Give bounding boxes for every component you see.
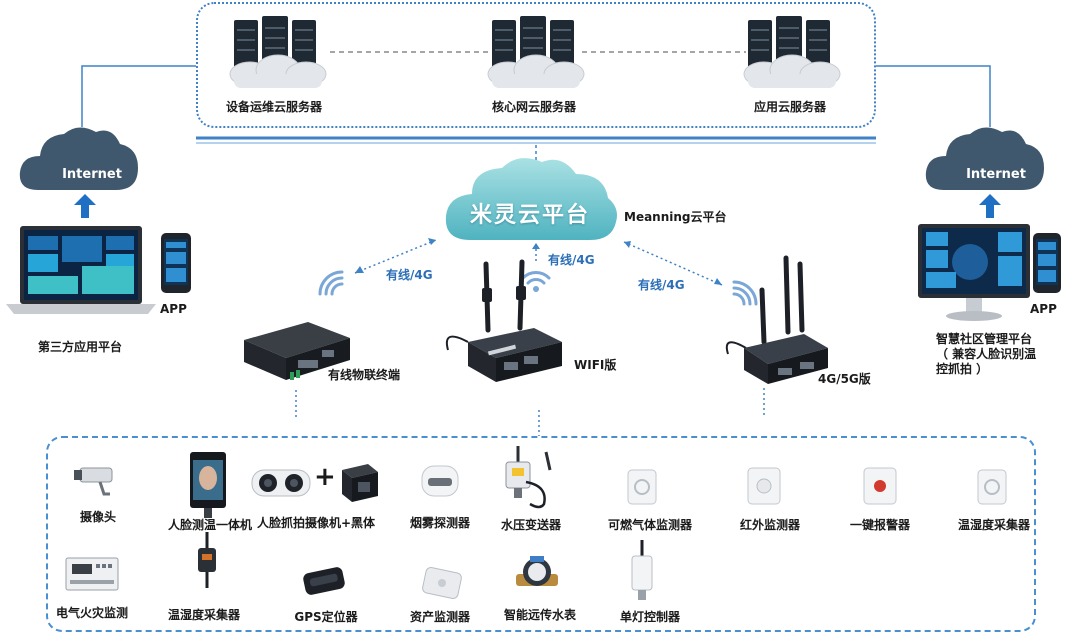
device-label-temp-humidity: 温湿度采集器 [957,518,1031,532]
face-temp-terminal-icon [190,452,226,518]
link-label-right: 有线/4G [638,278,685,292]
temp-humidity-sensor-icon [977,469,1007,505]
app-label-right: APP [1030,302,1057,316]
internet-label-left: Internet [62,167,122,182]
monitor-dashboard-icon [918,224,1030,321]
temp-humidity-probe-icon [198,532,216,588]
water-meter-icon [516,556,558,586]
device-label-gps: GPS定位器 [294,610,358,624]
iot-device-group [46,436,1036,632]
device-label-alarm: 一键报警器 [849,518,911,532]
smoke-detector-icon [421,465,459,497]
link-label-left: 有线/4G [386,268,433,282]
gateway-label-cellular: 4G/5G版 [818,372,871,386]
upload-arrow-right-icon [979,194,1001,218]
ops-server-icon [229,16,327,88]
internet-cloud-left-icon [19,127,138,190]
app-label-left: APP [160,302,187,316]
platform-name: 米灵云平台 [469,203,591,228]
laptop-dashboard-icon [6,226,156,314]
server-label-core: 核心网云服务器 [491,100,577,114]
phone-right-icon [1033,233,1061,293]
alarm-button-icon [863,467,897,505]
gateway-label-wifi: WIFI版 [574,358,617,372]
gateway-label-wired: 有线物联终端 [328,368,401,382]
pressure-transmitter-icon [505,446,552,509]
phone-left-icon [161,233,191,293]
device-label-asset: 资产监测器 [409,610,471,624]
smart-community-platform-title: 智慧社区管理平台 （ 兼容人脸识别温 控抓拍 ） [936,332,1036,377]
wifi-signal-center-icon [521,271,551,292]
asset-tag-icon [422,566,462,600]
plus-sign: + [314,462,336,492]
wifi-router-icon [446,259,562,382]
server-label-ops: 设备运维云服务器 [225,100,323,114]
wired-iot-terminal-icon [244,322,350,380]
infrared-sensor-icon [747,467,781,505]
link-label-center: 有线/4G [548,253,595,267]
platform-cloud-icon [445,158,617,240]
title-line-1: 智慧社区管理平台 [936,332,1033,346]
device-label-lamp: 单灯控制器 [619,610,681,624]
internet-label-right: Internet [966,167,1026,182]
gas-detector-icon [627,469,657,505]
gps-tracker-icon [303,567,345,595]
app-server-icon [743,16,841,88]
cellular-router-icon [725,255,828,384]
device-label-gas: 可燃气体监测器 [607,518,693,532]
title-line-3: 控抓拍 ） [936,362,989,376]
device-label-face-terminal: 人脸测温一体机 [167,518,253,532]
device-label-face-capture: 人脸抓拍摄像机+黑体 [256,516,376,530]
third-party-platform-title: 第三方应用平台 [38,340,123,354]
platform-caption: Meanning云平台 [624,210,727,224]
internet-cloud-right-icon [925,127,1044,190]
face-capture-camera-icon [251,469,311,497]
server-label-app: 应用云服务器 [753,100,827,114]
electrical-fire-monitor-icon [65,557,119,591]
cloud-server-group [196,2,876,128]
core-server-icon [487,16,585,88]
camera-icon [74,467,113,496]
wifi-signal-left-icon [318,270,344,296]
wifi-signal-right-icon [732,280,758,306]
title-line-2: （ 兼容人脸识别温 [936,347,1037,361]
device-label-camera: 摄像头 [79,510,117,524]
device-label-infrared: 红外监测器 [739,518,801,532]
blackbody-icon [342,464,378,502]
upload-arrow-left-icon [74,194,96,218]
device-label-electrical-fire: 电气火灾监测 [55,606,129,620]
lamp-controller-icon [631,540,653,600]
device-label-water-meter: 智能远传水表 [503,608,577,622]
device-label-smoke: 烟雾探测器 [409,516,471,530]
device-label-pressure: 水压变送器 [500,518,562,532]
device-label-temp-probe: 温湿度采集器 [167,608,241,622]
